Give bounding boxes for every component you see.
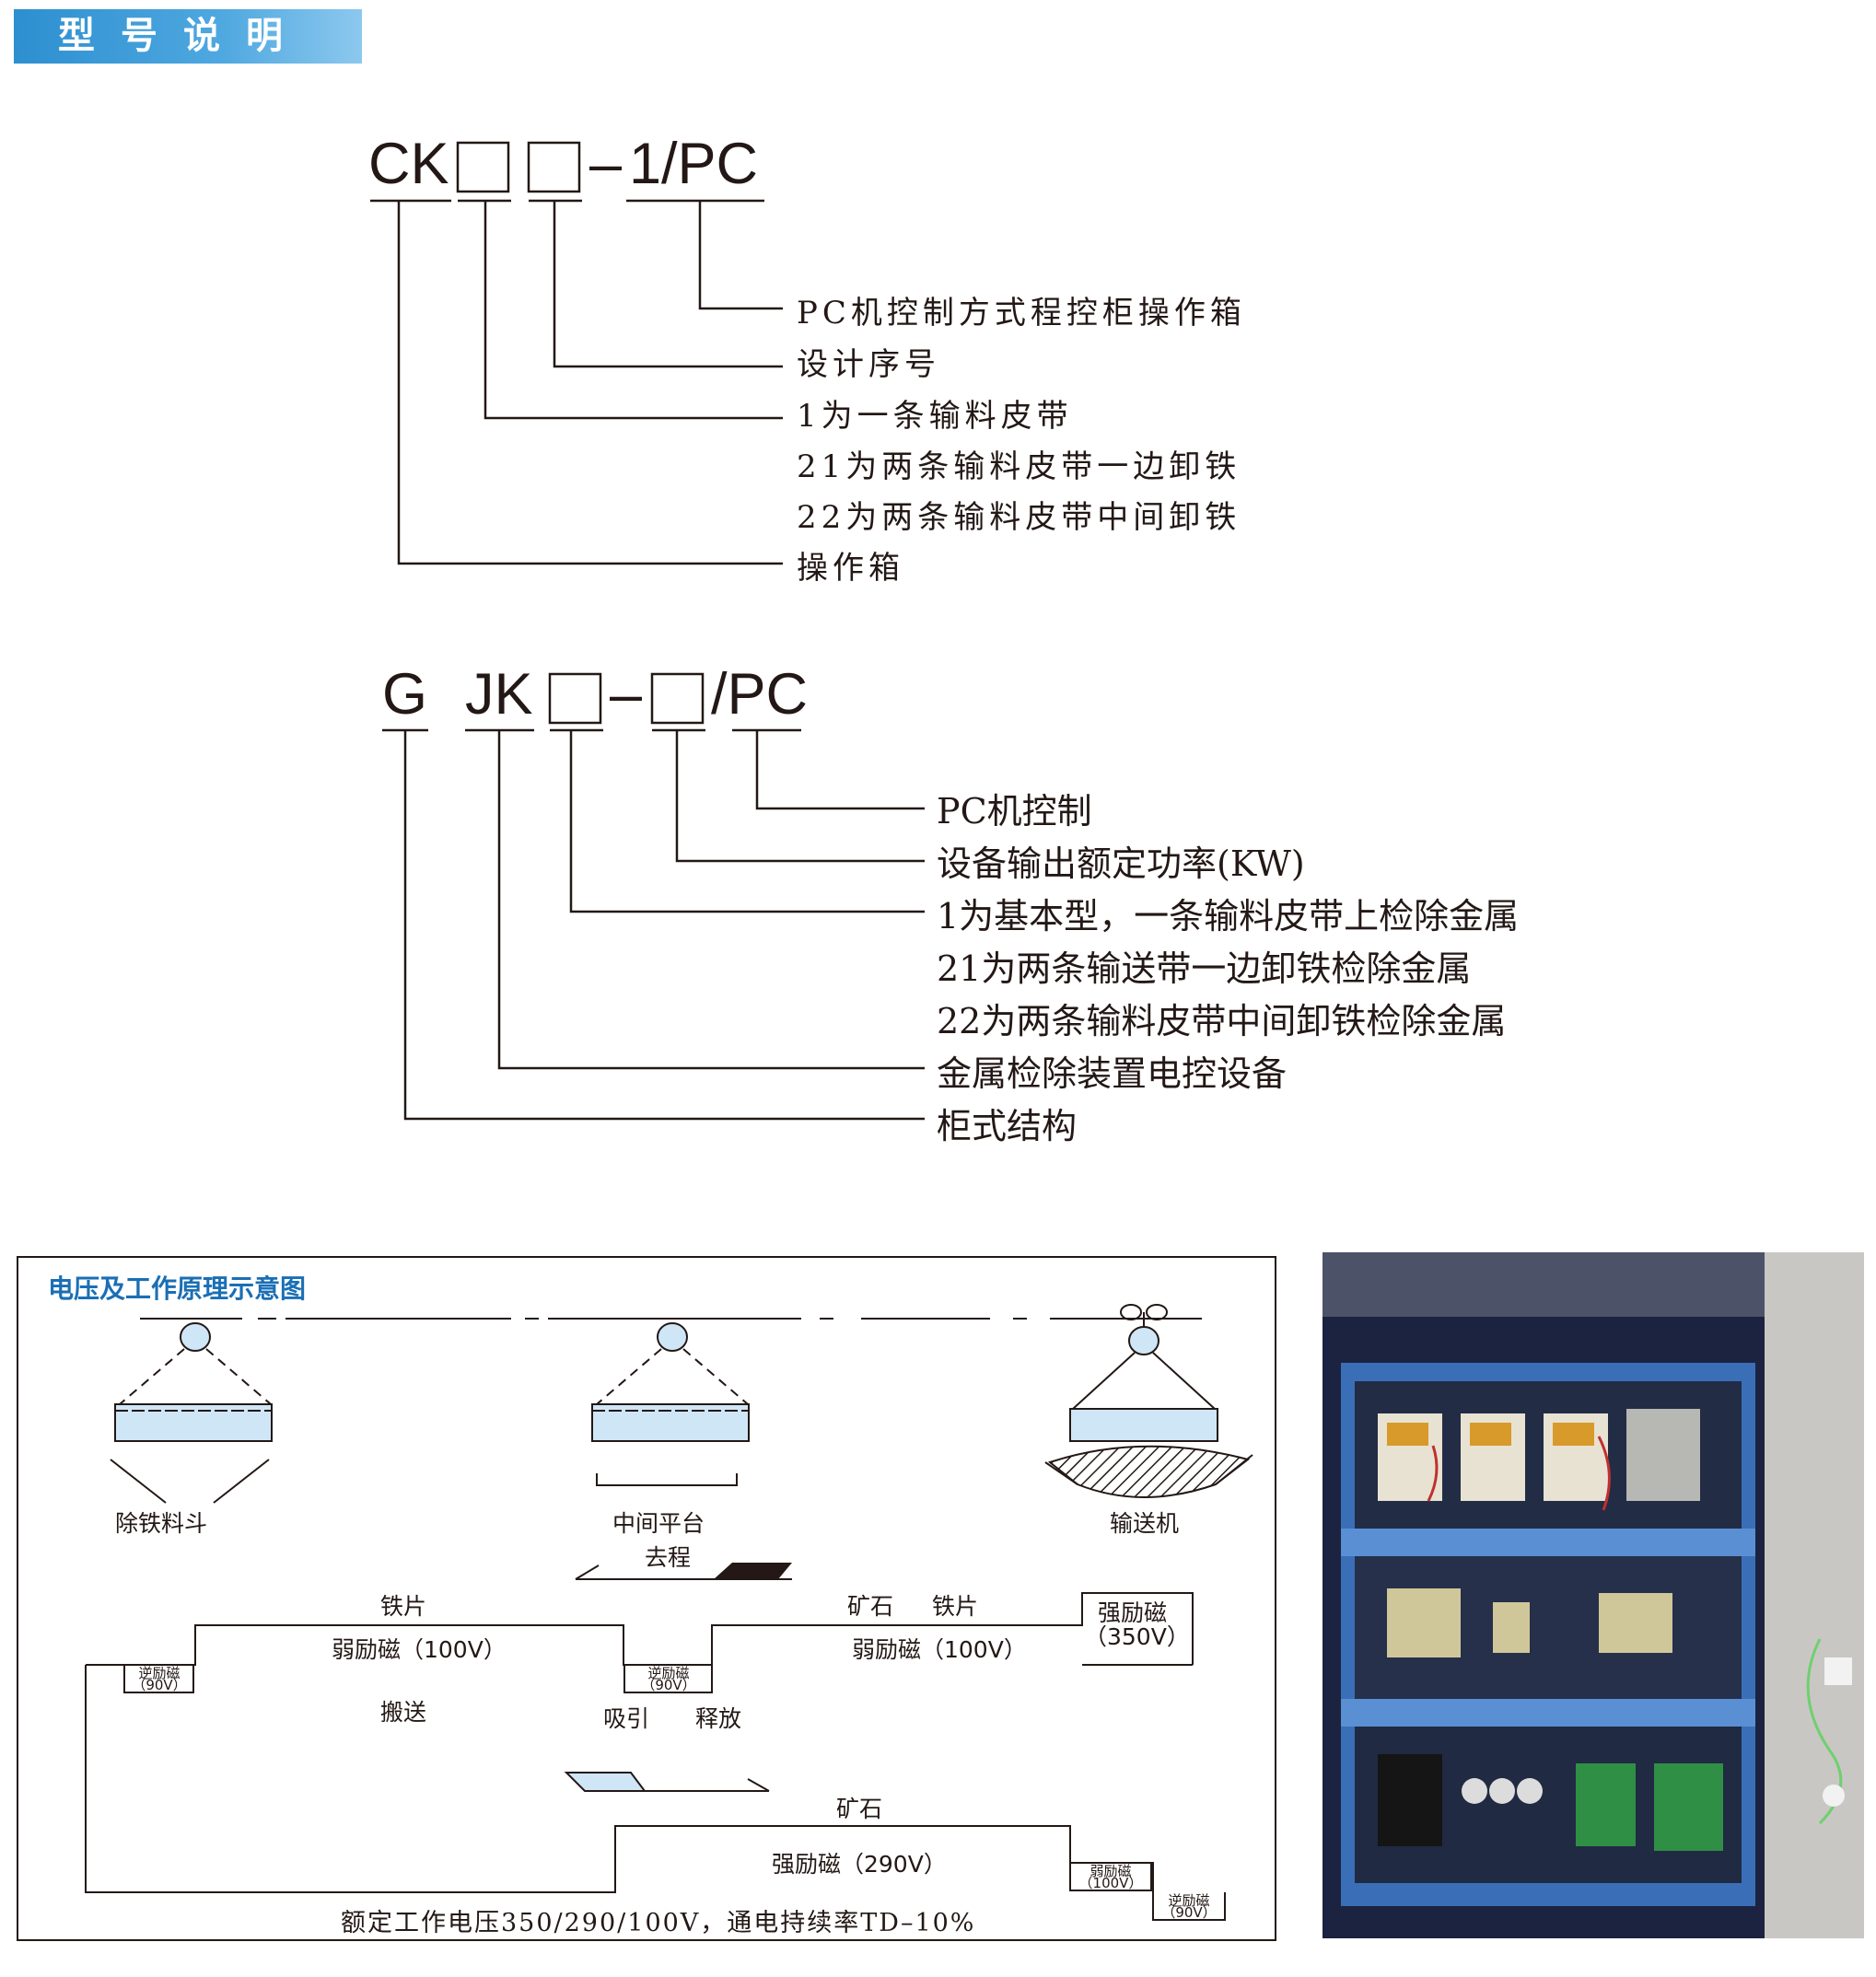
model2-desc-2: 设备输出额定功率(KW) (937, 843, 1305, 884)
model1-desc-1: PC机控制方式程控柜操作箱 (797, 295, 1246, 331)
label-strong-290: 强励磁（290V） (772, 1851, 947, 1878)
model2-code-g: G (382, 662, 428, 727)
label-reverse-right-2: （90V） (1161, 1904, 1217, 1921)
model2-code-dash: – (610, 662, 643, 727)
label-rated-voltage: 额定工作电压350/290/100V，通电持续率TD–10% (341, 1909, 976, 1937)
model1-placeholder-box-2 (527, 141, 581, 193)
model2-code-jk: JK (465, 662, 533, 727)
model2-desc-7: 柜式结构 (937, 1106, 1078, 1146)
model1-code-suffix: 1/PC (629, 132, 759, 196)
model2-desc-4: 21为两条输送带一边卸铁检除金属 (937, 948, 1472, 989)
section-title: 型号说明 (58, 15, 309, 57)
label-strong-350-line1: 强励磁 (1098, 1599, 1168, 1626)
hopper-magnet-group (110, 1322, 273, 1504)
label-tiepian-right: 铁片 (932, 1593, 979, 1620)
label-attract: 吸引 (603, 1705, 650, 1732)
label-reverse-right-1: 逆励磁 (1168, 1892, 1210, 1909)
model1-code-dash: – (589, 132, 623, 196)
ore-piece-blue (564, 1772, 647, 1792)
model1-desc-2: 设计序号 (797, 346, 940, 383)
model1-desc-4: 21为两条输料皮带一边卸铁 (797, 448, 1241, 485)
iron-piece-black (714, 1563, 792, 1579)
label-tiepian-left: 铁片 (380, 1593, 427, 1620)
label-weak-right: 弱励磁（100V） (852, 1636, 1027, 1663)
label-qucheng: 去程 (645, 1544, 692, 1571)
label-carry: 搬送 (380, 1699, 427, 1726)
label-kuangshi-bottom: 矿石 (836, 1796, 883, 1822)
label-platform: 中间平台 (612, 1510, 705, 1537)
label-reverse-left-2: （90V） (132, 1677, 187, 1693)
label-release: 释放 (695, 1705, 742, 1732)
model1-code-prefix: CK (368, 132, 449, 196)
header-bar (14, 9, 362, 64)
model2-placeholder-box-1 (548, 672, 602, 725)
model2-code-suffix: /PC (711, 662, 809, 727)
label-reverse-mid-2: （90V） (641, 1677, 696, 1693)
cabinet-photo (1323, 1252, 1864, 1938)
label-strong-350-line2: （350V） (1084, 1623, 1190, 1650)
diagram-title: 电压及工作原理示意图 (48, 1273, 307, 1304)
label-reverse-left-1: 逆励磁 (138, 1665, 181, 1681)
model1-desc-5: 22为两条输料皮带中间卸铁 (797, 499, 1241, 536)
model2-desc-6: 金属检除装置电控设备 (937, 1053, 1288, 1094)
diagram-frame (17, 1256, 1276, 1941)
label-kuangshi-top: 矿石 (847, 1593, 894, 1620)
platform-magnet-group (591, 1322, 750, 1486)
model1-placeholder-box-1 (456, 141, 510, 193)
model1-desc-3: 1为一条输料皮带 (797, 398, 1073, 435)
conveyor-magnet-group (1044, 1304, 1253, 1498)
label-weak-left: 弱励磁（100V） (332, 1636, 507, 1663)
model2-desc-1: PC机控制 (937, 791, 1092, 832)
cabinet-illustration (1323, 1252, 1864, 1938)
model1-desc-6: 操作箱 (797, 550, 904, 587)
label-weak-100-small-1: 弱励磁 (1089, 1863, 1132, 1879)
label-reverse-mid-1: 逆励磁 (647, 1665, 690, 1681)
model2-desc-5: 22为两条输料皮带中间卸铁检除金属 (937, 1001, 1507, 1041)
label-hopper: 除铁料斗 (115, 1510, 208, 1537)
label-conveyor: 输送机 (1110, 1510, 1180, 1537)
model-leader-lines (370, 141, 925, 1121)
model2-placeholder-box-2 (650, 672, 705, 725)
label-weak-100-small-2: （100V） (1078, 1875, 1143, 1891)
model2-desc-3: 1为基本型，一条输料皮带上检除金属 (937, 896, 1520, 936)
